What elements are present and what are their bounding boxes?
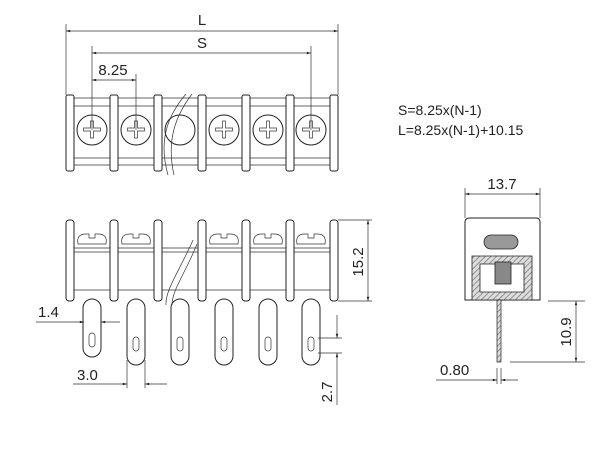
screw-cross-icon <box>259 120 277 139</box>
side-view <box>464 217 541 363</box>
dimension-pitch: 8.25 <box>92 62 137 130</box>
pin-slot <box>176 336 184 352</box>
dimension-pin-offset-label: 3.0 <box>77 367 98 384</box>
screw-cross-icon <box>302 120 320 139</box>
break-line <box>163 93 193 176</box>
screw-head <box>77 233 107 245</box>
screw-cross-icon <box>83 120 101 139</box>
screw-head <box>296 233 326 245</box>
barrier <box>109 94 119 172</box>
barrier <box>109 219 119 302</box>
screw-cross-icon <box>215 120 233 139</box>
dimension-l-label: L <box>198 12 206 29</box>
pin <box>126 298 146 366</box>
barrier <box>329 94 339 172</box>
barrier <box>285 94 295 172</box>
top-view <box>65 93 339 176</box>
dimension-pin-width-label: 1.4 <box>38 304 59 321</box>
barrier <box>329 219 339 302</box>
barrier <box>65 94 75 172</box>
dimension-height: 15.2 <box>338 219 372 302</box>
pin-slot <box>220 336 228 352</box>
pin-slot <box>88 332 96 348</box>
barrier <box>153 94 163 172</box>
pin-slot <box>132 336 140 352</box>
break-line <box>165 239 198 306</box>
screw-cross-icon <box>127 120 145 139</box>
barrier <box>153 219 163 302</box>
pin-slot <box>307 336 315 352</box>
dimension-pin-width: 1.4 <box>36 304 120 324</box>
dimension-pin-length-label: 10.9 <box>558 317 575 346</box>
dimension-l: L <box>65 12 339 95</box>
dimension-pitch-label: 8.25 <box>98 62 127 79</box>
dimension-pin-length: 10.9 <box>510 300 585 363</box>
dimension-depth-label: 13.7 <box>487 176 516 193</box>
dimension-slot-label: 2.7 <box>319 382 336 403</box>
pin <box>258 298 278 366</box>
l-formula: L=8.25x(N-1)+10.15 <box>398 122 524 138</box>
barrier <box>285 219 295 302</box>
dimension-depth: 13.7 <box>464 176 541 218</box>
pin <box>82 298 102 358</box>
screw-head <box>209 233 239 245</box>
barrier <box>241 94 251 172</box>
screw-head <box>252 114 284 146</box>
dimension-s: S <box>91 35 312 130</box>
barrier <box>197 94 207 172</box>
dimension-pin-thickness-label: 0.80 <box>440 362 469 379</box>
screw-head <box>253 233 283 245</box>
screw-head <box>208 114 240 146</box>
dimension-pin-thickness: 0.80 <box>436 362 518 384</box>
barrier <box>65 219 75 302</box>
pin <box>170 298 190 366</box>
dimension-pin-offset: 3.0 <box>73 360 167 388</box>
front-view <box>65 219 339 366</box>
barrier <box>197 219 207 302</box>
pin <box>301 298 321 366</box>
pin-slot <box>264 336 272 352</box>
dimension-s-label: S <box>197 35 207 52</box>
screw-head <box>164 114 196 146</box>
screw-head <box>121 233 151 245</box>
s-formula: S=8.25x(N-1) <box>398 102 482 118</box>
pin <box>214 298 234 366</box>
barrier <box>241 219 251 302</box>
dimension-slot: 2.7 <box>318 315 342 405</box>
dimension-height-label: 15.2 <box>350 247 367 276</box>
